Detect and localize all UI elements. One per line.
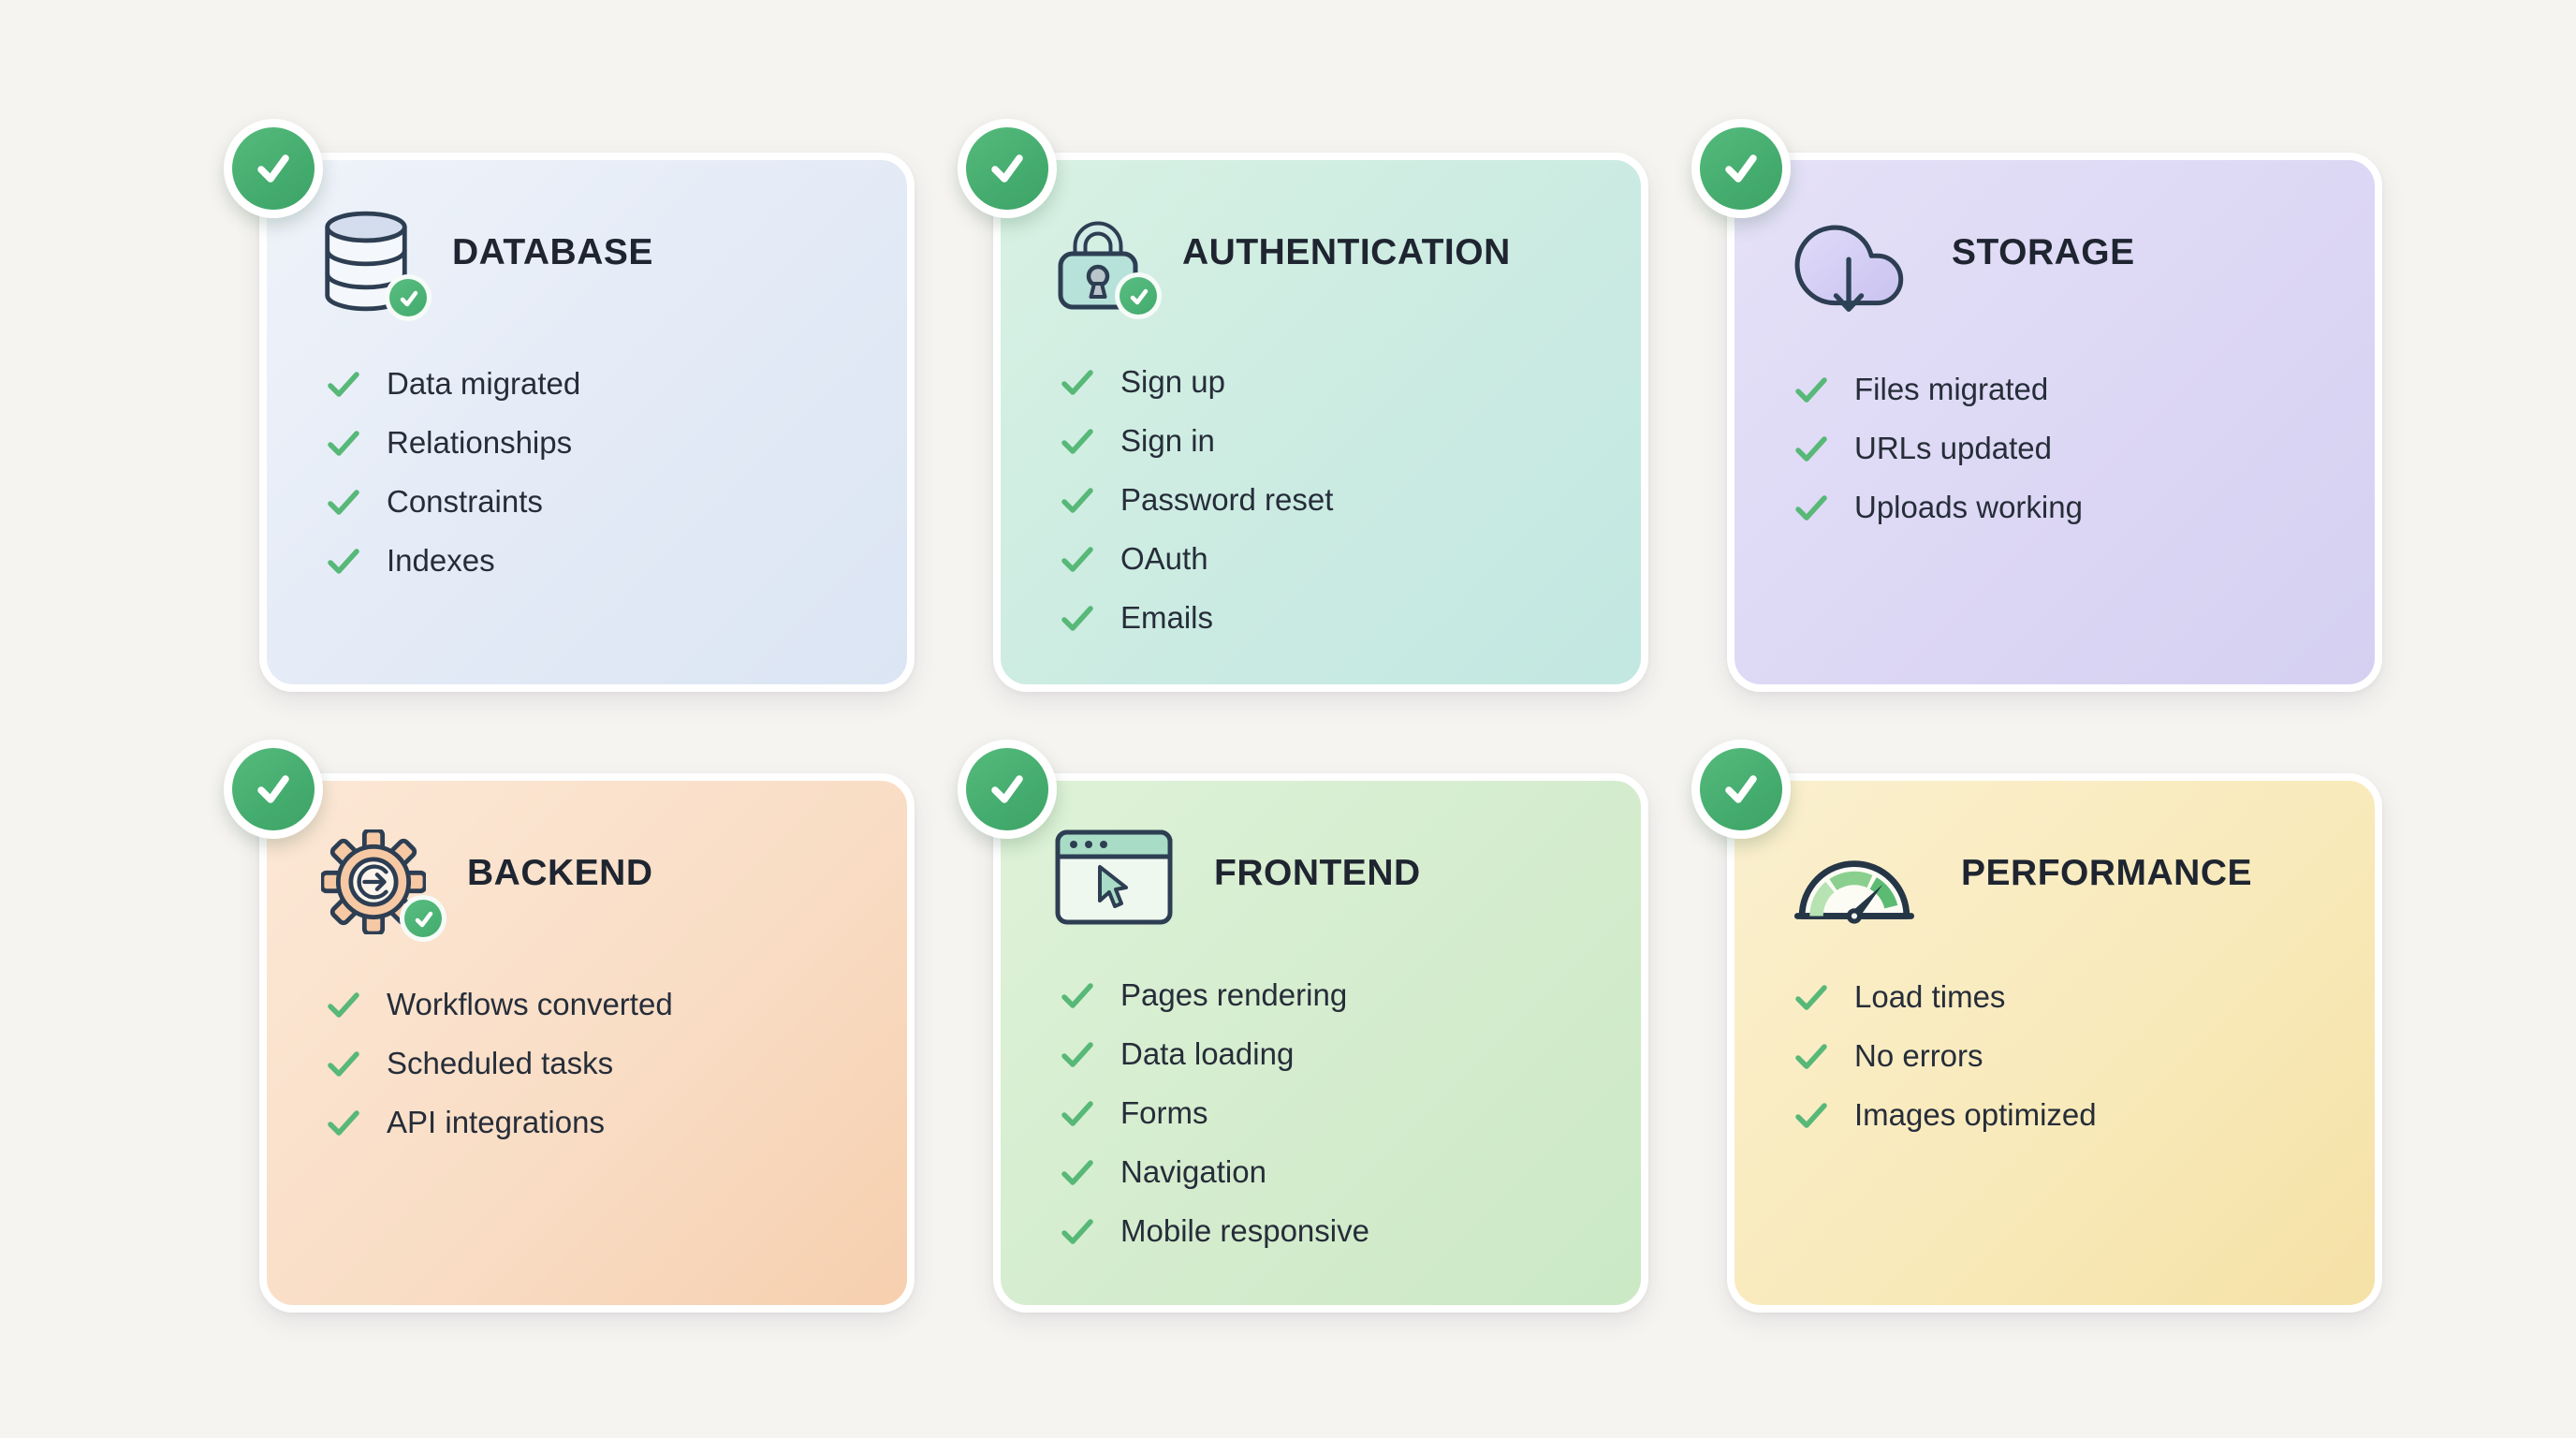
check-icon xyxy=(1794,494,1828,522)
list-item: API integrations xyxy=(327,1093,879,1152)
card-storage: STORAGE Files migrated URLs updated Uplo… xyxy=(1691,119,2382,692)
card-header: FRONTEND xyxy=(1001,781,1641,925)
list-item: Navigation xyxy=(1061,1143,1613,1202)
list-item: Workflows converted xyxy=(327,976,879,1034)
check-icon xyxy=(327,371,360,399)
list-item: Indexes xyxy=(327,532,879,591)
list-item: Constraints xyxy=(327,473,879,532)
checklist: Pages rendering Data loading Forms Navig… xyxy=(1001,966,1641,1261)
checklist: Data migrated Relationships Constraints … xyxy=(267,355,907,591)
card-title: FRONTEND xyxy=(1214,853,1421,893)
check-icon xyxy=(400,895,446,942)
check-icon xyxy=(327,991,360,1020)
check-icon xyxy=(1794,984,1828,1012)
check-circle-icon xyxy=(958,740,1057,839)
database-icon xyxy=(321,209,432,321)
list-item: Forms xyxy=(1061,1084,1613,1143)
card-title: DATABASE xyxy=(452,232,653,272)
check-icon xyxy=(385,274,432,321)
check-icon xyxy=(327,430,360,458)
card-header: BACKEND xyxy=(267,781,907,942)
card-title: STORAGE xyxy=(1952,232,2135,272)
card-header: STORAGE xyxy=(1734,160,2375,319)
check-icon xyxy=(1794,376,1828,404)
lock-icon xyxy=(1055,209,1162,319)
gauge-icon xyxy=(1789,829,1920,927)
check-icon xyxy=(1061,1159,1094,1187)
list-item: Images optimized xyxy=(1794,1086,2347,1145)
browser-icon xyxy=(1055,829,1173,925)
check-circle-icon xyxy=(224,740,323,839)
checklist-grid: DATABASE Data migrated Relationships Con… xyxy=(224,119,2382,1313)
list-item: Uploads working xyxy=(1794,478,2347,537)
card-database: DATABASE Data migrated Relationships Con… xyxy=(224,119,915,692)
card-header: DATABASE xyxy=(267,160,907,321)
check-icon xyxy=(1061,428,1094,456)
list-item: Password reset xyxy=(1061,471,1613,530)
list-item: OAuth xyxy=(1061,530,1613,589)
check-icon xyxy=(1061,369,1094,397)
card-backend: BACKEND Workflows converted Scheduled ta… xyxy=(224,740,915,1313)
list-item: Data loading xyxy=(1061,1025,1613,1084)
card-title: PERFORMANCE xyxy=(1961,853,2253,893)
card-frontend: FRONTEND Pages rendering Data loading Fo… xyxy=(958,740,1648,1313)
checklist: Sign up Sign in Password reset OAuth Ema… xyxy=(1001,353,1641,648)
check-icon xyxy=(327,548,360,576)
card-header: PERFORMANCE xyxy=(1734,781,2375,927)
list-item: Sign in xyxy=(1061,412,1613,471)
list-item: Data migrated xyxy=(327,355,879,414)
checklist: Load times No errors Images optimized xyxy=(1734,968,2375,1145)
checklist: Workflows converted Scheduled tasks API … xyxy=(267,976,907,1152)
card-header: AUTHENTICATION xyxy=(1001,160,1641,319)
list-item: Scheduled tasks xyxy=(327,1034,879,1093)
list-item: Files migrated xyxy=(1794,360,2347,419)
check-icon xyxy=(1061,982,1094,1010)
check-circle-icon xyxy=(1691,119,1791,218)
list-item: Load times xyxy=(1794,968,2347,1027)
check-circle-icon xyxy=(1691,740,1791,839)
list-item: Sign up xyxy=(1061,353,1613,412)
check-icon xyxy=(1061,1041,1094,1069)
check-icon xyxy=(327,489,360,517)
gear-icon xyxy=(319,828,446,942)
list-item: No errors xyxy=(1794,1027,2347,1086)
check-icon xyxy=(1794,435,1828,463)
check-icon xyxy=(327,1050,360,1078)
card-authentication: AUTHENTICATION Sign up Sign in Password … xyxy=(958,119,1648,692)
check-icon xyxy=(1061,1218,1094,1246)
check-icon xyxy=(1061,546,1094,574)
check-icon xyxy=(1061,605,1094,633)
list-item: Emails xyxy=(1061,589,1613,648)
list-item: Mobile responsive xyxy=(1061,1202,1613,1261)
list-item: Pages rendering xyxy=(1061,966,1613,1025)
card-performance: PERFORMANCE Load times No errors Images … xyxy=(1691,740,2382,1313)
cloud-download-icon xyxy=(1789,209,1910,319)
card-title: BACKEND xyxy=(467,853,653,893)
check-icon xyxy=(1061,1100,1094,1128)
list-item: URLs updated xyxy=(1794,419,2347,478)
check-icon xyxy=(1061,487,1094,515)
list-item: Relationships xyxy=(327,414,879,473)
check-icon xyxy=(1794,1102,1828,1130)
check-icon xyxy=(1794,1043,1828,1071)
card-title: AUTHENTICATION xyxy=(1182,232,1511,272)
check-circle-icon xyxy=(958,119,1057,218)
check-circle-icon xyxy=(224,119,323,218)
check-icon xyxy=(1115,272,1162,319)
check-icon xyxy=(327,1109,360,1137)
checklist: Files migrated URLs updated Uploads work… xyxy=(1734,360,2375,537)
